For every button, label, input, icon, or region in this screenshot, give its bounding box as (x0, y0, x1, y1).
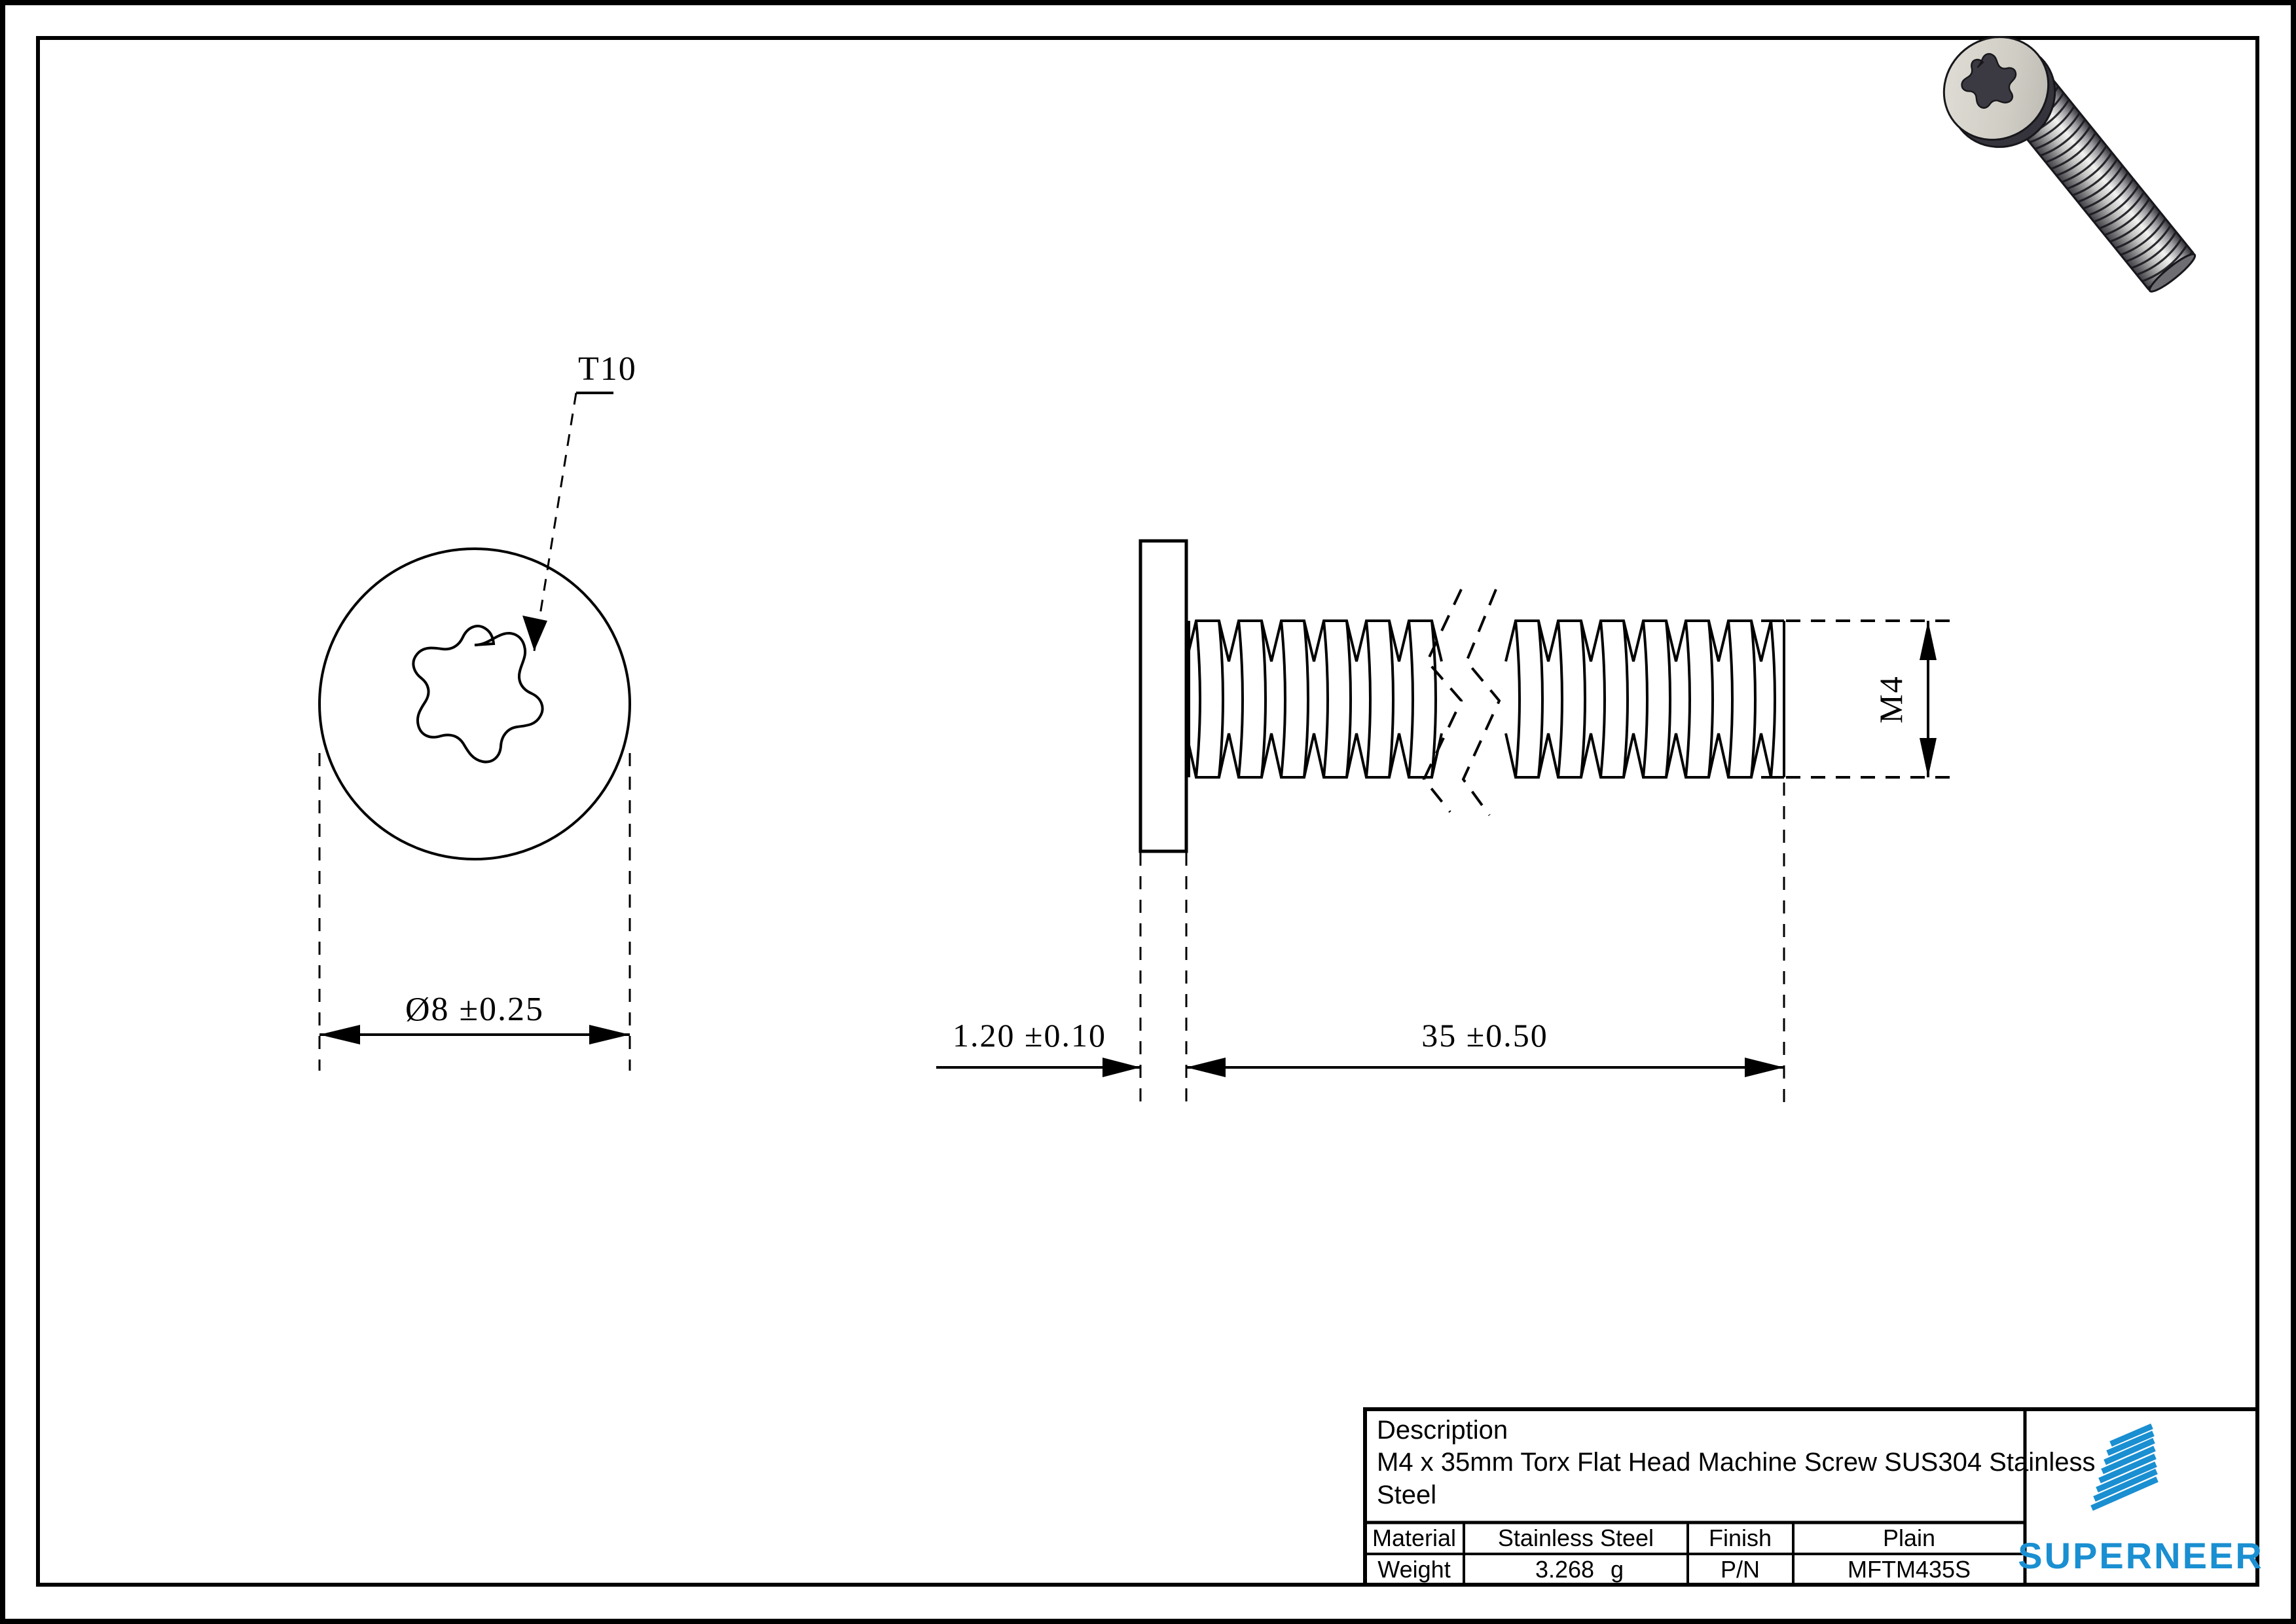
torx-socket-path (412, 625, 544, 764)
thread-left-segment (1185, 619, 1443, 779)
material-value: Stainless Steel (1498, 1524, 1654, 1551)
finish-value: Plain (1883, 1524, 1935, 1551)
t10-callout-label: T10 (578, 350, 637, 388)
head-outline-circle (318, 547, 631, 860)
iso-torx-recess (1961, 53, 2017, 109)
brand-logo-icon (2090, 1423, 2159, 1511)
title-block-outer (1363, 1407, 2259, 1587)
head-thickness-arrow (1102, 1058, 1140, 1077)
diameter-arrow-right (589, 1025, 630, 1044)
finish-label: Finish (1709, 1524, 1772, 1551)
brand-name: SUPERNEER (2018, 1535, 2264, 1576)
thread-right-segment (1504, 619, 1785, 779)
m4-arrow-bottom (1920, 738, 1937, 777)
material-label: Material (1372, 1524, 1456, 1551)
description-value: M4 x 35mm Torx Flat Head Machine Screw S… (1377, 1448, 2103, 1509)
screw-head-profile (1139, 539, 1188, 853)
t10-leader-arrowhead (522, 616, 547, 651)
break-line-left (1422, 589, 1463, 813)
diameter-arrow-left (319, 1025, 360, 1044)
t10-leader-line (533, 392, 577, 652)
weight-label: Weight (1377, 1556, 1450, 1583)
weight-unit: g (1611, 1556, 1624, 1583)
part-number-value: MFTM435S (1848, 1556, 1971, 1583)
diameter-dimension-label: Ø8 ±0.25 (405, 991, 544, 1028)
part-number-label: P/N (1721, 1556, 1760, 1583)
break-line-right (1461, 589, 1501, 817)
description-label: Description (1377, 1416, 1508, 1445)
length-dimension-label: 35 ±0.50 (1421, 1017, 1548, 1054)
weight-value: 3.268 (1535, 1556, 1594, 1583)
m4-dimension-label: M4 (1872, 675, 1909, 723)
m4-arrow-top (1920, 621, 1937, 660)
inner-drawing-frame (36, 36, 2259, 1587)
head-thickness-dimension-label: 1.20 ±0.10 (953, 1017, 1106, 1054)
length-arrow-right (1745, 1058, 1784, 1077)
description-value-line-1: M4 x 35mm Torx Flat Head Machine Screw S… (1377, 1448, 2095, 1477)
length-arrow-left (1186, 1058, 1226, 1077)
description-value-line-2: Steel (1377, 1481, 1436, 1509)
